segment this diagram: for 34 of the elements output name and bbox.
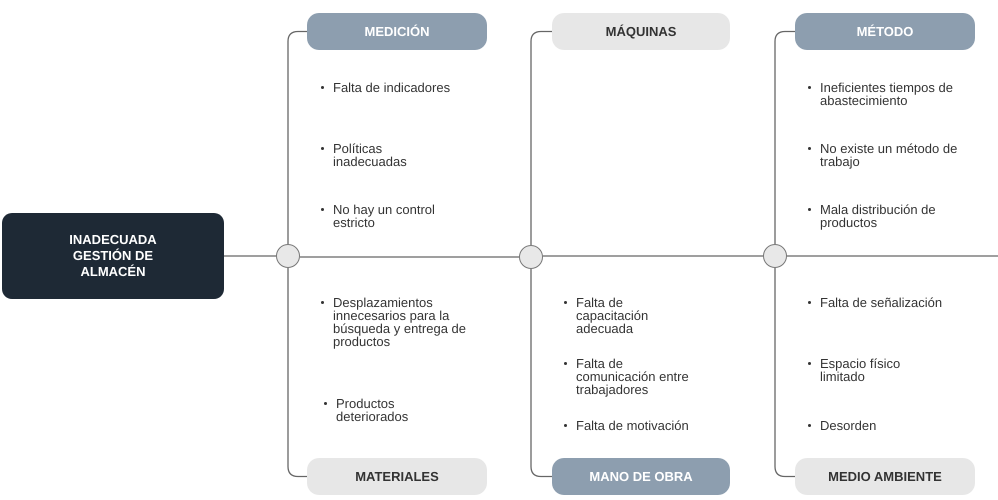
cause-text: Falta de señalización xyxy=(820,296,944,309)
spine-line xyxy=(543,255,763,257)
joint-circle xyxy=(763,244,787,268)
cause-text: Desorden xyxy=(820,419,878,432)
cause-text: Espacio físico limitado xyxy=(820,357,902,383)
cause-text: Falta de comunicación entre trabajadores xyxy=(576,357,690,396)
spine-line xyxy=(787,255,998,257)
spine-line xyxy=(224,255,276,257)
cause-text: Ineficientes tiempos de abastecimiento xyxy=(820,81,954,107)
cause-text: No existe un método de trabajo xyxy=(820,142,958,168)
cause-text: Falta de motivación xyxy=(576,419,690,432)
category-box: MEDICIÓN xyxy=(307,13,487,50)
category-box: MÉTODO xyxy=(795,13,975,50)
effect-box: INADECUADA GESTIÓN DE ALMACÉN xyxy=(2,213,224,299)
bone-line xyxy=(287,268,307,478)
cause-text: Mala distribución de productos xyxy=(820,203,937,229)
bone-line xyxy=(530,269,552,478)
joint-circle xyxy=(519,245,543,269)
bone-line xyxy=(774,30,795,244)
bone-line xyxy=(530,30,552,245)
cause-text: Políticas inadecuadas xyxy=(333,142,408,168)
spine-line xyxy=(300,256,519,258)
category-box: MEDIO AMBIENTE xyxy=(795,458,975,495)
cause-text: No hay un control estricto xyxy=(333,203,436,229)
category-box: MATERIALES xyxy=(307,458,487,495)
joint-circle xyxy=(276,244,300,268)
cause-text: Falta de capacitación adecuada xyxy=(576,296,650,335)
bone-line xyxy=(774,268,795,478)
bone-line xyxy=(287,30,307,244)
cause-text: Productos deteriorados xyxy=(336,397,410,423)
cause-text: Desplazamientos innecesarios para la búsqueda y entrega de productos xyxy=(333,296,467,348)
category-box: MANO DE OBRA xyxy=(552,458,730,495)
category-box: MÁQUINAS xyxy=(552,13,730,50)
cause-text: Falta de indicadores xyxy=(333,81,452,94)
